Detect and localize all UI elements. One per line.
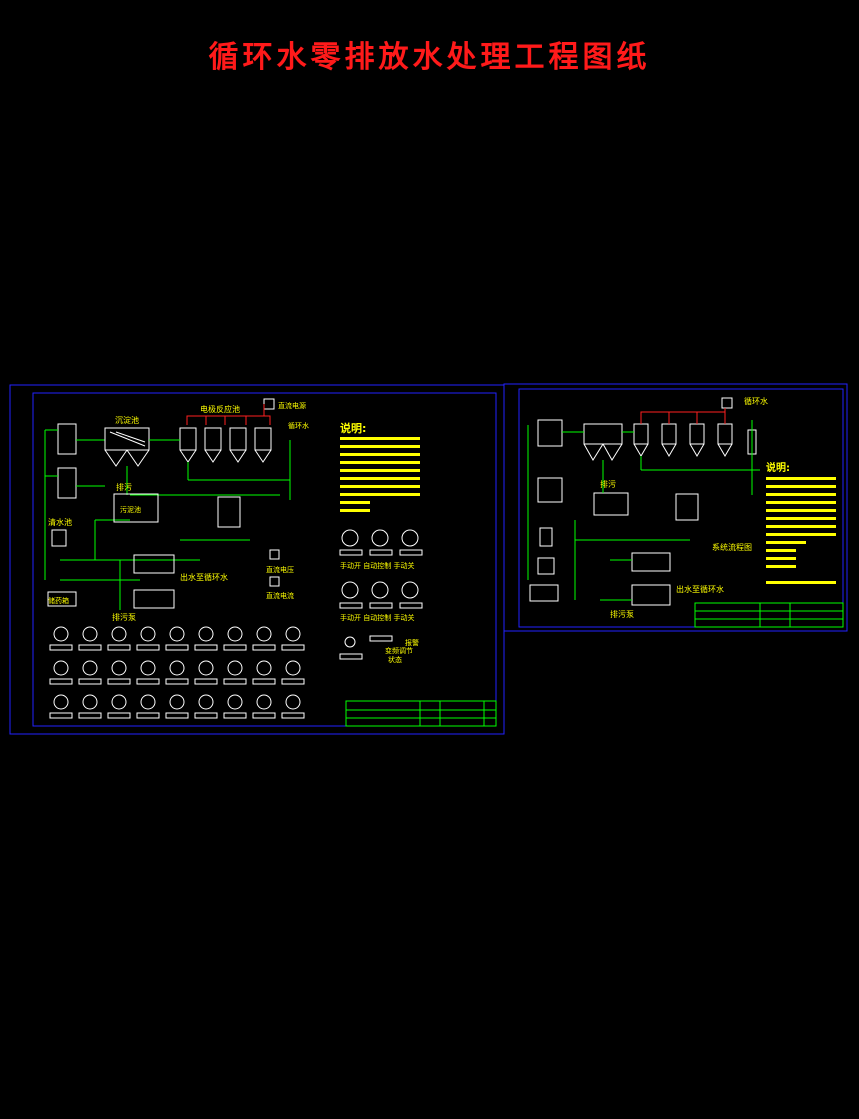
indicator-lamp [111,660,127,676]
reactor-circ-water: 循环水 [288,421,309,430]
s2-circ-water-label: 循环水 [744,396,768,406]
indicator-label-plate [78,678,102,685]
indicator-lamp [53,694,69,710]
indicator-lamp [53,660,69,676]
sedimentation-tank: 沉淀池 [104,415,150,467]
dc-power-box [263,398,275,410]
indicator-label-plate [252,712,276,719]
sheet-1-legend: 说明: 手动开 自动控制 手动关 [339,421,423,664]
indicator-lamp [227,626,243,642]
indicator-lamp [53,626,69,642]
sedimentation-tank-label: 沉淀池 [115,415,139,425]
sheet-2-outer-frame [503,383,848,632]
indicator-label-plate [252,644,276,651]
indicator-lamp [140,626,156,642]
indicator-label-plate [107,644,131,651]
indicator-label-plate [281,644,305,651]
indicator-lamp [111,626,127,642]
indicator-label-plate [223,644,247,651]
indicator-label-plate [194,678,218,685]
indicator-label-plate [281,678,305,685]
indicator-label-plate [165,712,189,719]
control-panel-grid [49,626,305,719]
indicator-lamp [198,694,214,710]
indicator-lamp [198,626,214,642]
indicator-lamp [82,694,98,710]
left-dosing-columns [44,423,105,580]
s2-legend-lines [766,477,836,584]
indicator-label-plate [107,678,131,685]
sheet-2-title-block [694,602,844,628]
switch-row-1-label: 手动开 自动控制 手动关 [340,561,414,570]
sludge-tank-label: 污泥池 [120,505,141,514]
clear-tank-label: 清水池 [48,517,72,527]
indicator-lamp [111,694,127,710]
legend-item-status: 状态 [388,655,402,664]
indicator-lamp [82,626,98,642]
indicator-lamp [285,660,301,676]
s2-output-label: 出水至循环水 [676,584,724,594]
indicator-lamp [227,660,243,676]
indicator-lamp [256,660,272,676]
reactor-label: 电极反应池 [200,404,240,414]
sludge-tank: 排污 污泥池 清水池 储药箱 出水至循环水 排污泵 直流电压 直流电流 [47,482,294,622]
indicator-label-plate [49,644,73,651]
indicator-label-plate [49,678,73,685]
indicator-label-plate [136,678,160,685]
indicator-lamp [285,694,301,710]
indicator-label-plate [223,712,247,719]
switch-row-2-label: 手动开 自动控制 手动关 [340,613,414,622]
indicator-lamp [169,660,185,676]
indicator-lamp [198,660,214,676]
indicator-label-plate [194,644,218,651]
dc-power-label: 直流电源 [278,401,306,410]
indicator-label-plate [78,644,102,651]
sheet-1: 沉淀池 电极反应池 直流电源 循环水 [9,384,505,735]
indicator-label-plate [165,678,189,685]
indicator-label-plate [49,712,73,719]
drain-pump-label: 排污泵 [112,612,136,622]
output-circ-label: 出水至循环水 [180,572,228,582]
sewage-label: 排污 [116,482,132,492]
sheet-1-title-block [345,700,497,727]
sheet-2-equipment [529,397,757,606]
dosing-tank-label: 储药箱 [48,596,69,605]
sheet-2: 循环水 排污 系统流程图 出水至循环水 排污泵 说明: [503,383,848,632]
indicator-label-plate [252,678,276,685]
indicator-lamp [140,694,156,710]
indicator-label-plate [136,712,160,719]
indicator-lamp [256,626,272,642]
legend-item-alarm: 报警 [405,638,419,647]
s2-sewage-label: 排污 [600,479,616,489]
sheet-2-inner-frame [518,388,844,628]
indicator-label-plate [281,712,305,719]
s2-flow-diagram-label: 系统流程图 [712,542,752,552]
indicator-lamp [169,626,185,642]
page-title: 循环水零排放水处理工程图纸 [208,40,651,75]
indicator-lamp [169,694,185,710]
indicator-label-plate [107,712,131,719]
main-pipes [60,439,291,610]
indicator-lamp [82,660,98,676]
indicator-label-plate [194,712,218,719]
s2-legend-title: 说明: [766,461,790,474]
indicator-lamp [256,694,272,710]
indicator-lamp [227,694,243,710]
legend-item-vfd: 变频调节 [385,646,413,655]
indicator-label-plate [223,678,247,685]
indicator-lamp [140,660,156,676]
dc-voltage-label: 直流电压 [266,565,294,574]
s2-drain-label: 排污泵 [610,609,634,619]
sheet-1-inner-frame [32,392,497,727]
dc-current-label: 直流电流 [266,591,294,600]
legend-title: 说明: [340,421,366,435]
indicator-label-plate [136,644,160,651]
indicator-label-plate [78,712,102,719]
sheet-2-pipes [527,420,760,601]
indicator-lamp [285,626,301,642]
indicator-label-plate [165,644,189,651]
